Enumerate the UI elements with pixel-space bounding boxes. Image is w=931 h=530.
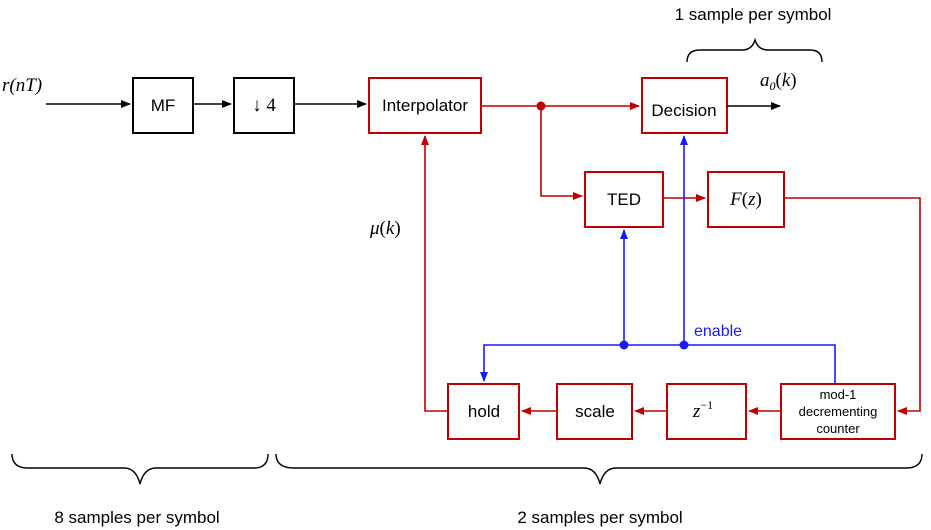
enable-dot-ted [619,340,629,350]
left-brace [11,453,269,485]
right-rate-label: 2 samples per symbol [517,508,682,527]
filter-to-counter-wire [784,197,921,415]
hold-block [447,383,520,440]
interpolator-block [368,77,482,134]
ted-block [584,171,664,228]
decision-label: Decision [651,101,716,120]
scale-block [556,383,633,440]
counter-label-1: mod-1 [820,387,857,402]
counter-block [780,383,896,440]
decision-block [641,77,728,134]
mf-label: MF [151,96,176,115]
hold-to-interp-wire [421,135,448,412]
left-rate-label: 8 samples per symbol [54,508,219,527]
input-signal-label: r(nT) [2,75,42,96]
mf-block [132,77,194,134]
branch-to-ted-wire [540,106,583,200]
top-rate-label: 1 sample per symbol [675,5,832,24]
enable-bus-wire [480,344,836,384]
enable-label: enable [694,323,742,340]
output-subscript: 0 [770,79,776,93]
hold-label: hold [468,402,500,421]
loop-filter-block [707,171,785,228]
downsample-block [233,77,295,134]
counter-label-3: counter [816,421,860,436]
enable-dot-decision [679,340,689,350]
mu-label: μ(k) [369,218,401,239]
interpolator-label: Interpolator [382,96,468,115]
delay-block [666,383,747,440]
delay-label: z−1 [692,398,713,422]
ted-label: TED [607,190,641,209]
top-brace [686,37,823,63]
loop-filter-label: F(z) [729,189,762,210]
scale-label: scale [575,402,615,421]
output-signal-label: a0(k) [760,70,797,93]
counter-label-2: decrementing [799,404,878,419]
right-brace [275,453,923,485]
downsample-label: ↓ 4 [252,95,276,116]
